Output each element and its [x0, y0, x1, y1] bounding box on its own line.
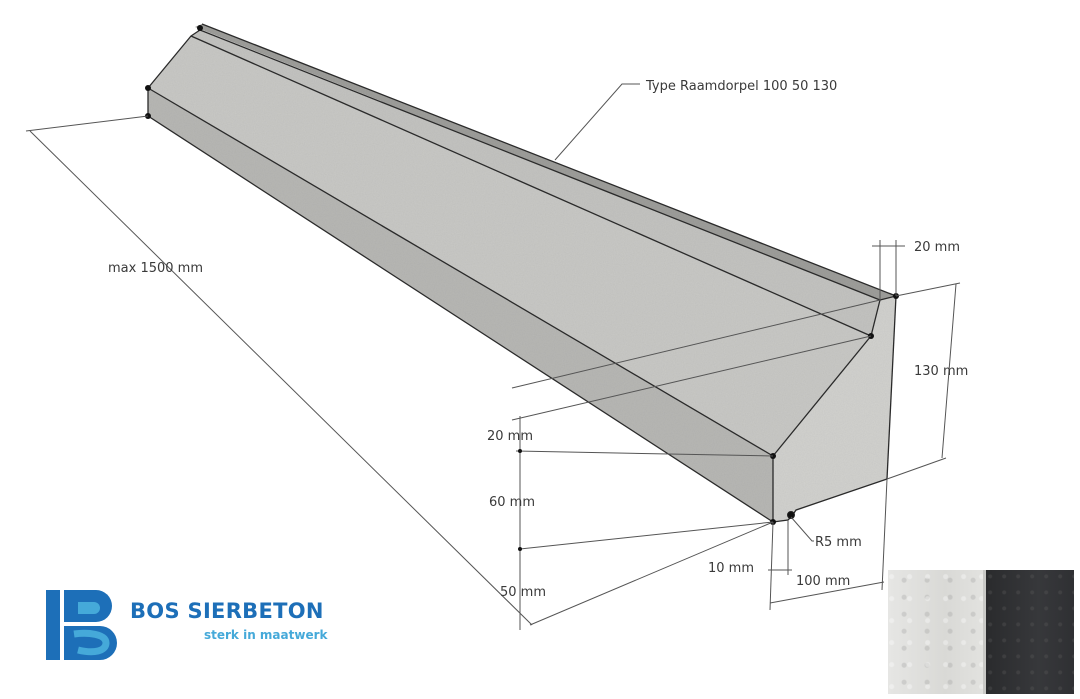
dimension-lines: [25, 83, 961, 630]
upright-face: [191, 30, 880, 336]
sill-body: [148, 24, 896, 522]
brand-tagline: sterk in maatwerk: [204, 628, 328, 642]
length-label: max 1500 mm: [108, 261, 203, 276]
slope-height-label: 60 mm: [489, 495, 535, 510]
length-dimension: [29, 130, 533, 626]
swatch-anthracite: [986, 570, 1074, 694]
radius-label: R5 mm: [815, 535, 862, 550]
width-label: 100 mm: [796, 574, 850, 589]
logo-mark-icon: [46, 590, 117, 660]
drip-offset-label: 10 mm: [708, 561, 754, 576]
front-face: [148, 88, 773, 522]
brand-name: BOS SIERBETON: [130, 599, 324, 623]
swatch-light-grey: [888, 570, 987, 694]
front-height-label: 50 mm: [500, 585, 546, 600]
finish-swatch: [888, 570, 1074, 694]
type-label: Type Raamdorpel 100 50 130: [645, 79, 837, 94]
dimension-labels: Type Raamdorpel 100 50 130 max 1500 mm 2…: [108, 79, 968, 600]
brand-logo: BOS SIERBETON sterk in maatwerk: [44, 588, 354, 668]
slope-face: [148, 36, 871, 456]
top-face: [195, 24, 896, 300]
top-step-label: 20 mm: [914, 240, 960, 255]
end-face: [773, 296, 896, 522]
front-step-label: 20 mm: [487, 429, 533, 444]
height-label: 130 mm: [914, 364, 968, 379]
type-leader: [554, 83, 640, 161]
height-dimension: [941, 283, 957, 459]
